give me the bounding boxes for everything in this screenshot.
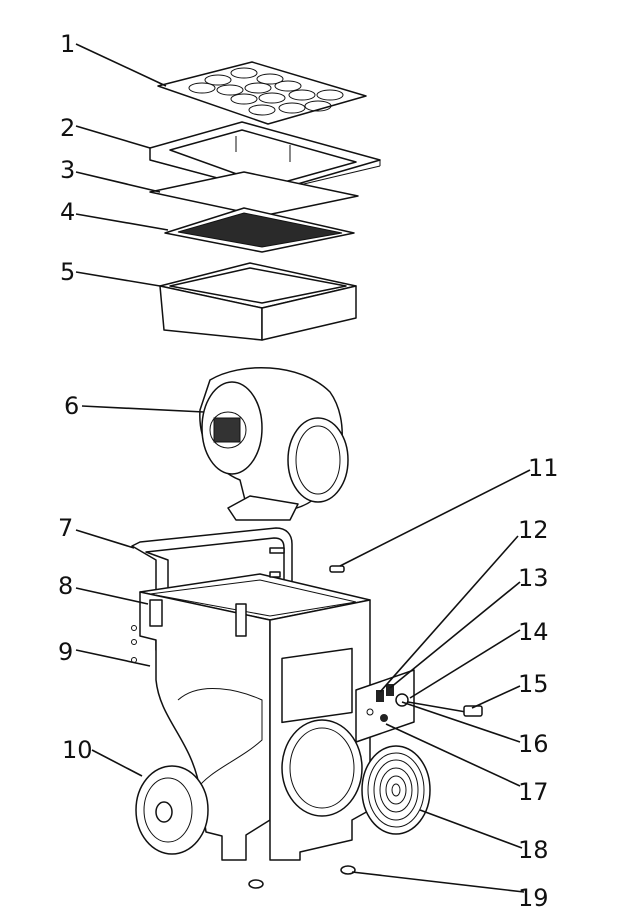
main-housing: [131, 547, 371, 861]
part-6-blower-motor: [199, 366, 349, 521]
callout-18: 18: [518, 836, 549, 864]
callout-17: 17: [518, 778, 549, 806]
callout-7: 7: [58, 514, 73, 542]
callout-8: 8: [58, 572, 73, 600]
callout-2: 2: [60, 114, 75, 142]
callout-4: 4: [60, 198, 75, 226]
part-1-gasket-plate: [157, 61, 367, 125]
callout-labels: 1 2 3 4 5 6 7 8 9 10 11 12 13 14 15 16 1…: [58, 30, 559, 912]
callout-5: 5: [60, 258, 75, 286]
part-19-feet: [248, 865, 356, 889]
callout-9: 9: [58, 638, 73, 666]
control-panel: [355, 669, 415, 743]
part-2-top-frame: [149, 121, 381, 193]
part-10-wheel: [135, 765, 209, 855]
part-18-fan-guard: [361, 745, 431, 835]
callout-3: 3: [60, 156, 75, 184]
callout-19: 19: [518, 884, 549, 912]
callout-15: 15: [518, 670, 549, 698]
callout-10: 10: [62, 736, 93, 764]
part-3-filter-sheet: [149, 171, 359, 217]
callout-16: 16: [518, 730, 549, 758]
callout-13: 13: [518, 564, 549, 592]
part-4-mesh-filter: [164, 207, 355, 253]
part-5-hepa-filter: [159, 262, 357, 341]
part-15-power-cord: [407, 701, 483, 717]
callout-14: 14: [518, 618, 549, 646]
callout-12: 12: [518, 516, 549, 544]
leader-lines: [75, 43, 531, 893]
callout-1: 1: [60, 30, 75, 58]
callout-11: 11: [528, 454, 559, 482]
part-11-screw: [329, 565, 345, 573]
callout-6: 6: [64, 392, 79, 420]
